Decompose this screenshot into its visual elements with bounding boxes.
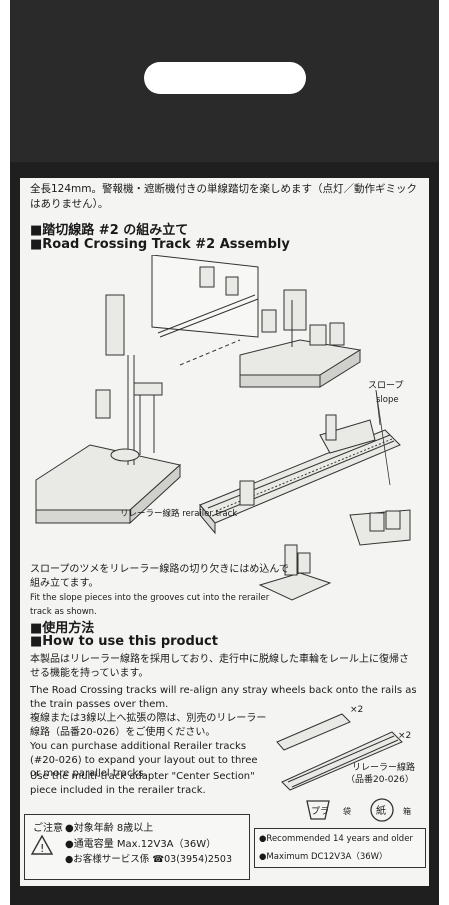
assembly-heading-en: ■Road Crossing Track #2 Assembly [30,237,290,252]
rerailer-label-jp: リレーラー線路 [352,763,416,773]
warning-service: ●お客様サービス係 ☎03(3954)2503 [65,854,232,865]
usage-para1-jp: 本製品はリレーラー線路を採用しており、走行中に脱線した車輪をレール上に復帰させる… [30,654,409,679]
slope-label-en: slope [376,395,399,405]
package-bottom [10,886,439,905]
usage-para1-en: The Road Crossing tracks will re-align a… [30,685,417,710]
warning-age: ●対象年齢 8歳以上 [65,823,154,834]
pla-label: プラ [311,806,329,817]
warning-box-jp: ! ご注意 ●対象年齢 8歳以上 ●通電容量 Max.12V3A（36W） ●お… [24,814,250,880]
rerailer-label: リレーラー線路 rerailer track [120,508,237,519]
warning-en-capacity: ●Maximum DC12V3A（36W） [259,852,388,862]
paper-label: 紙 [376,804,386,817]
usage-para2-jp: 複線または3線以上へ拡張の際は、別売のリレーラー線路（品番20-026）をご使用… [30,713,267,738]
warning-box-en: ●Recommended 14 years and older ●Maximum… [254,828,426,868]
x2-right: ×2 [398,731,411,741]
assembly-heading-jp: ■踏切線路 #2 の組み立て [30,223,189,238]
assembly-instruction-en: Fit the slope pieces into the grooves cu… [30,593,270,617]
svg-text:!: ! [40,842,44,855]
assembly-illustration: スロープ slope リレーラー線路 rerailer track [35,255,411,601]
rerailer-illustration: ×2 ×2 [276,705,411,791]
pla-recycle-icon: プラ 袋 [306,800,351,820]
slope-label-jp: スロープ [368,380,403,391]
rerailer-code: （品番20-026） [346,775,414,785]
paper-sub: 箱 [403,806,411,816]
hang-hole [144,62,306,94]
x2-top: ×2 [350,705,363,715]
paper-recycle-icon: 紙 箱 [370,798,411,822]
usage-heading-en: ■How to use this product [30,634,218,649]
product-intro: 全長124mm。警報機・遮断機付きの単線踏切を楽しめます（点灯／動作ギミックはあ… [30,183,417,210]
assembly-instruction-jp: スロープのツメをリレーラー線路の切り欠きにはめ込んで組み立てます。 [30,564,289,589]
warning-title: ご注意 [33,823,63,834]
warning-capacity: ●通電容量 Max.12V3A（36W） [65,839,217,850]
usage-para2-en: You can purchase additional Rerailer tra… [30,741,258,779]
usage-para3-en: Use the multi-track adapter "Center Sect… [30,771,255,796]
usage-heading-jp: ■使用方法 [30,621,95,636]
warning-icon: ! [31,835,53,855]
pla-sub: 袋 [343,806,351,816]
warning-en-age: ●Recommended 14 years and older [259,834,413,844]
